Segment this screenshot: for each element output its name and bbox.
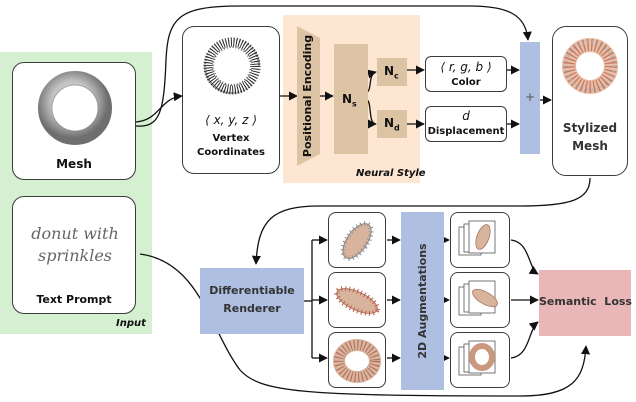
vertex-coords: ⟨ x, y, z ⟩ (205, 113, 257, 127)
nc-sub: c (394, 71, 399, 81)
displacement-label: Displacement (427, 126, 505, 137)
nc-block: Nc (377, 58, 407, 86)
ns-block: Ns (334, 44, 368, 154)
augmented-stack-2-image (458, 280, 498, 316)
stylized-label-line2: Mesh (572, 139, 608, 153)
renderer-block: Differentiable Renderer (200, 268, 304, 334)
rendered-view-1 (328, 212, 386, 268)
arrow-mesh-to-vertex (135, 92, 183, 123)
text-prompt-box: donut with sprinkles Text Prompt (12, 196, 136, 314)
text-prompt-label: Text Prompt (36, 293, 112, 306)
vertex-label-line2: Coordinates (197, 147, 265, 158)
plus-sign: + (524, 90, 536, 104)
renderer-label-line2: Renderer (223, 302, 281, 315)
augmented-stack-3 (450, 332, 510, 388)
input-panel-caption: Input (116, 318, 146, 329)
mesh-label: Mesh (56, 157, 92, 171)
augmented-stack-1 (450, 212, 510, 268)
nd-block: Nd (377, 110, 407, 138)
ns-label: Ns (342, 92, 357, 108)
rendered-view-3-image (333, 339, 381, 383)
positional-encoding-block (297, 26, 320, 166)
arrow-stack1-to-loss (510, 239, 539, 275)
arrow-ns-to-nd (366, 99, 377, 129)
nc-main: N (384, 64, 395, 78)
color-label: Color (451, 77, 481, 88)
semantic-loss-block: Semantic Loss (539, 270, 632, 336)
ns-main: N (342, 92, 353, 106)
stylized-label-line1: Stylized (562, 121, 618, 135)
plus-block: + (520, 42, 540, 154)
mesh-box: Mesh (12, 62, 136, 180)
rendered-view-1-image (340, 221, 374, 261)
augmented-stack-1-image (458, 220, 496, 256)
nc-label: Nc (384, 64, 399, 80)
augmentations-block (401, 212, 444, 390)
rendered-view-2-image (334, 286, 380, 316)
neural-style-caption: Neural Style (356, 168, 426, 179)
color-value: ⟨ r, g, b ⟩ (440, 60, 492, 74)
ns-sub: s (352, 99, 357, 109)
nd-main: N (384, 116, 395, 130)
vertex-box: ⟨ x, y, z ⟩ Vertex Coordinates (182, 26, 280, 174)
nd-sub: d (394, 123, 400, 133)
vertex-label-line1: Vertex (212, 133, 250, 144)
stylized-torus-image (562, 38, 618, 94)
augmented-stack-3-image (458, 340, 496, 376)
semantic-loss-label: Semantic Loss (539, 295, 632, 308)
arrow-stack3-to-loss (510, 321, 539, 359)
nd-label: Nd (384, 116, 400, 132)
arrow-mesh-to-plus (135, 5, 532, 127)
renderer-label-line1: Differentiable (209, 284, 295, 297)
arrow-stylized-to-renderer (251, 177, 591, 265)
rendered-view-3 (328, 332, 386, 388)
color-box: ⟨ r, g, b ⟩ Color (425, 56, 507, 92)
displacement-box: d Displacement (425, 106, 507, 142)
positional-encoding-label: Positional Encoding (301, 34, 314, 158)
rendered-view-2 (328, 272, 386, 328)
displacement-value: d (462, 109, 470, 123)
torus-mesh-image (38, 71, 112, 145)
augmentations-label: 2D Augmentations (416, 243, 429, 359)
arrow-ns-to-nc (366, 69, 377, 93)
point-cloud-image (203, 37, 261, 95)
stylized-mesh-box: Stylized Mesh (552, 26, 628, 176)
augmented-stack-2 (450, 272, 510, 328)
text-prompt-value: donut with sprinkles (31, 224, 119, 265)
